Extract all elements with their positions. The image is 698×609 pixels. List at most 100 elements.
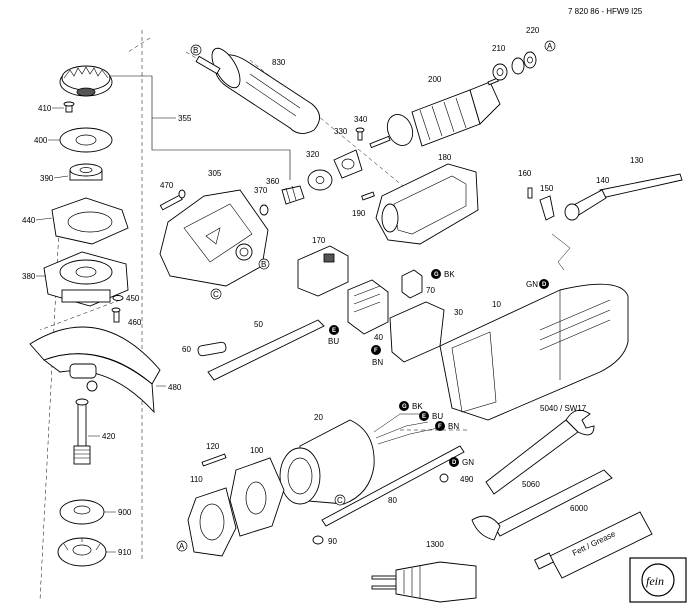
label-460: 460 xyxy=(128,318,142,327)
label-340: 340 xyxy=(354,115,368,124)
label-830: 830 xyxy=(272,58,286,67)
svg-text:B: B xyxy=(261,260,266,269)
ref-a-baffle: A xyxy=(176,540,188,552)
stator-20 xyxy=(279,419,375,505)
label-170: 170 xyxy=(312,236,326,245)
motor-housing-180 xyxy=(375,163,479,245)
svg-text:A: A xyxy=(179,542,185,551)
label-360: 360 xyxy=(266,177,280,186)
svg-text:D: D xyxy=(542,282,547,288)
label-320: 320 xyxy=(306,150,320,159)
wire-badge-d-gn-stator: D GN xyxy=(449,457,474,467)
label-400: 400 xyxy=(34,136,48,145)
label-110: 110 xyxy=(190,475,203,484)
svg-text:C: C xyxy=(213,290,219,299)
screw-120 xyxy=(201,453,227,467)
label-420: 420 xyxy=(102,432,116,441)
logo-text: fein xyxy=(646,574,664,588)
label-160: 160 xyxy=(518,169,532,178)
label-180: 180 xyxy=(438,153,452,162)
label-150: 150 xyxy=(540,184,554,193)
svg-text:GN: GN xyxy=(526,280,538,289)
fan-baffle-110 xyxy=(187,487,237,557)
svg-text:BK: BK xyxy=(412,402,423,411)
bearing-210 xyxy=(492,63,508,81)
label-440: 440 xyxy=(22,216,36,225)
label-355: 355 xyxy=(178,114,192,123)
label-480: 480 xyxy=(168,383,182,392)
label-305: 305 xyxy=(208,169,222,178)
auxiliary-handle-830 xyxy=(195,47,320,134)
power-plug-1300 xyxy=(371,561,477,603)
flange-nut-900 xyxy=(59,499,105,525)
capacitor-70 xyxy=(401,269,423,299)
bearing-plate-330 xyxy=(333,149,363,179)
label-6000: 6000 xyxy=(570,504,588,513)
wire-badge-f-bn: F BN xyxy=(371,345,383,367)
screw-410 xyxy=(63,101,75,113)
open-end-wrench-5040 xyxy=(485,409,595,495)
power-cable-130 xyxy=(599,173,683,199)
svg-text:BU: BU xyxy=(432,412,443,421)
switch-slider-60 xyxy=(197,341,227,357)
label-470: 470 xyxy=(160,181,174,190)
wire-badge-f-bn-stator: F BN xyxy=(435,421,459,431)
cable-clamp-150 xyxy=(539,195,555,221)
label-70: 70 xyxy=(426,286,435,295)
fein-logo: fein xyxy=(629,557,687,603)
ref-c-rod: C xyxy=(334,494,346,506)
label-30: 30 xyxy=(454,308,463,317)
svg-text:C: C xyxy=(337,496,343,505)
label-5040: 5040 / SW17 xyxy=(540,404,587,413)
label-190: 190 xyxy=(352,209,366,218)
ref-a-washer: A xyxy=(544,40,556,52)
svg-text:F: F xyxy=(438,424,442,430)
svg-text:BU: BU xyxy=(328,337,339,346)
screw-490 xyxy=(439,473,449,483)
svg-text:A: A xyxy=(547,42,553,51)
label-380: 380 xyxy=(22,272,36,281)
screw-160 xyxy=(527,187,533,199)
label-5060: 5060 xyxy=(522,480,540,489)
label-330: 330 xyxy=(334,127,348,136)
armature-200 xyxy=(369,77,501,149)
ref-b-housing: B xyxy=(258,258,270,270)
label-40: 40 xyxy=(374,333,383,342)
gear-housing-305 xyxy=(159,189,269,287)
switch-rod-50 xyxy=(207,319,325,381)
motor-housing-10 xyxy=(439,283,629,421)
label-1300: 1300 xyxy=(426,540,444,549)
wire-badge-gn-d-cable: GN D xyxy=(526,279,549,289)
tie-rod-80 xyxy=(321,445,465,527)
label-450: 450 xyxy=(126,294,140,303)
label-410: 410 xyxy=(38,104,52,113)
svg-text:D: D xyxy=(452,460,457,466)
label-20: 20 xyxy=(314,413,323,422)
cable-sleeve-140 xyxy=(564,189,607,221)
label-390: 390 xyxy=(40,174,54,183)
svg-text:G: G xyxy=(434,272,439,278)
switch-40 xyxy=(347,279,389,335)
label-120: 120 xyxy=(206,442,220,451)
wheel-guard-480 xyxy=(29,326,161,414)
document-id: 7 820 86 - HFW9 I25 xyxy=(568,7,643,16)
ref-b-handle: B xyxy=(190,44,202,56)
washer-370 xyxy=(259,204,269,216)
leader-440 xyxy=(35,217,53,221)
spindle-420 xyxy=(73,398,91,465)
wire-badge-e-bu-stator: E BU xyxy=(419,411,443,421)
svg-text:BN: BN xyxy=(372,358,383,367)
ground-wire xyxy=(551,233,571,271)
pinion-360 xyxy=(281,185,305,205)
svg-text:B: B xyxy=(193,46,198,55)
label-100: 100 xyxy=(250,446,264,455)
svg-text:E: E xyxy=(332,328,336,334)
label-490: 490 xyxy=(460,475,474,484)
ref-c-housing: C xyxy=(210,288,222,300)
bearing-390 xyxy=(69,163,103,181)
label-910: 910 xyxy=(118,548,132,557)
label-220: 220 xyxy=(526,26,540,35)
label-130: 130 xyxy=(630,156,644,165)
stator-wires xyxy=(373,413,439,445)
